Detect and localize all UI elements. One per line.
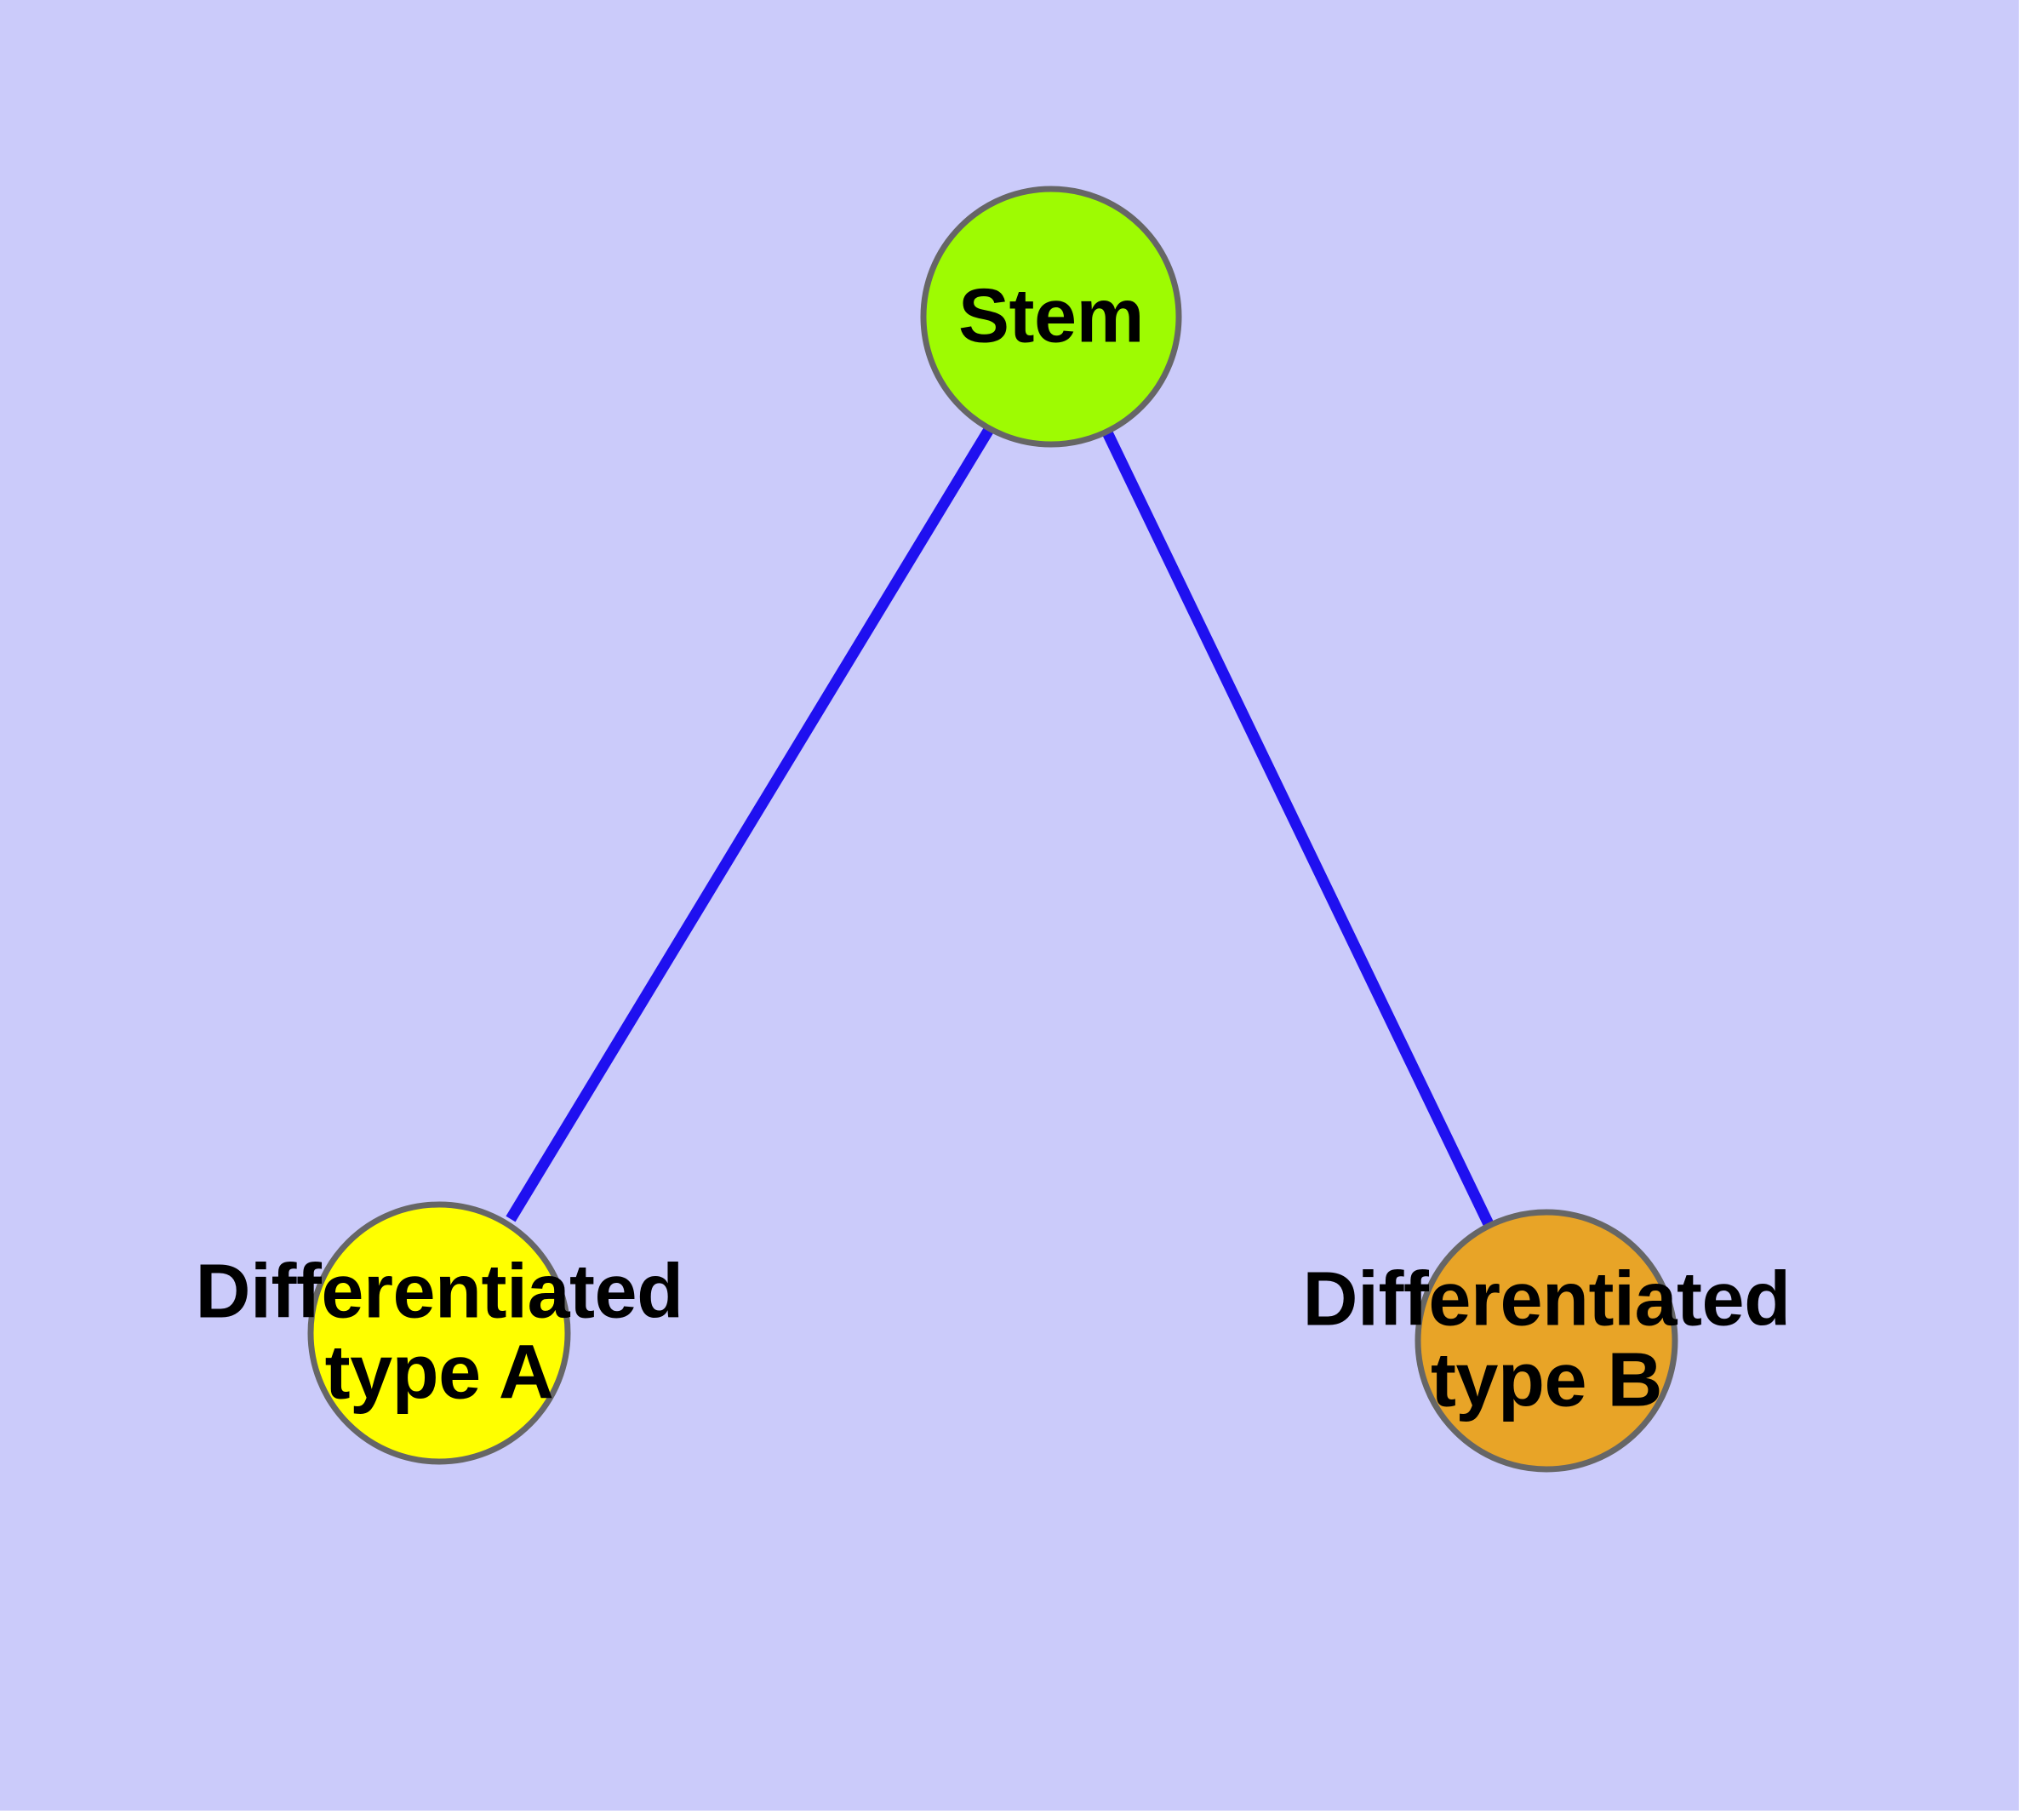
node-circle-diff_b[interactable] [1415, 1209, 1678, 1473]
edge-stem-diff-a[interactable] [506, 425, 995, 1222]
edge-stem-diff-b[interactable] [1101, 428, 1495, 1228]
node-circle-diff_a[interactable] [307, 1201, 571, 1465]
nodes-layer [307, 186, 1678, 1473]
edges-layer [506, 425, 1495, 1228]
node-circle-stem[interactable] [920, 186, 1182, 448]
